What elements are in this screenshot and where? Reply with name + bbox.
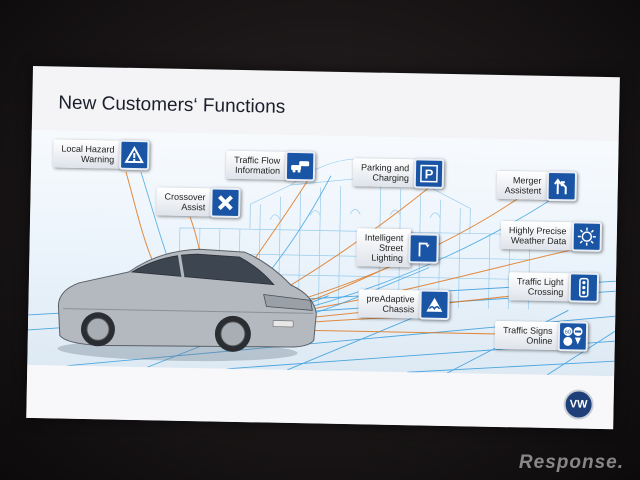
callout-merger-assistent: Merger Assistent: [496, 170, 577, 202]
callout-highly-precise-weather-data: Highly Precise Weather Data: [500, 220, 602, 252]
response-watermark: Response.: [518, 452, 624, 473]
merge-arrows-icon: [546, 170, 577, 202]
callout-label: Parking and Charging: [352, 158, 417, 188]
traffic-signs-icon: 60: [557, 321, 588, 352]
parking-icon: P: [413, 158, 445, 189]
cross-icon: [210, 187, 241, 219]
svg-text:60: 60: [564, 329, 570, 335]
callout-traffic-flow-information: Traffic Flow Information: [225, 150, 316, 182]
traffic-light-icon: [568, 272, 599, 303]
callout-local-hazard-warning: Local Hazard Warning: [53, 138, 150, 171]
car-illustration: [57, 248, 317, 362]
callout-label: Highly Precise Weather Data: [500, 221, 574, 251]
slide-footer: VW: [26, 364, 615, 430]
callout-label: Local Hazard Warning: [53, 139, 122, 169]
svg-text:P: P: [425, 167, 434, 182]
bumpy-road-icon: [419, 289, 450, 321]
callout-traffic-signs-online: Traffic Signs Online 60: [494, 320, 588, 352]
callout-label: Merger Assistent: [496, 170, 549, 200]
sun-icon: [571, 221, 602, 252]
slide-title: New Customers‘ Functions: [58, 92, 286, 118]
callout-label: Traffic Flow Information: [225, 150, 288, 180]
hazard-warning-icon: [119, 139, 150, 171]
callout-intelligent-street-lighting: Intelligent Street Lighting: [356, 228, 439, 268]
callout-label: Crossover Assist: [156, 187, 213, 217]
callout-label: Traffic Signs Online: [494, 320, 560, 351]
callout-parking-and-charging: Parking and Charging P: [352, 157, 445, 189]
callout-crossover-assist: Crossover Assist: [156, 186, 241, 219]
street-lamp-icon: [407, 233, 439, 264]
scene-illustration: [27, 158, 617, 376]
presentation-slide: New Customers‘ Functions: [26, 66, 620, 430]
traffic-cars-icon: [284, 150, 316, 182]
callout-traffic-light-crossing: Traffic Light Crossing: [508, 271, 599, 303]
callout-preadaptive-chassis: preAdaptive Chassis: [358, 288, 450, 321]
car-scene: [27, 129, 619, 377]
vw-logo: VW: [563, 389, 594, 420]
callout-label: Intelligent Street Lighting: [356, 228, 411, 268]
callout-label: Traffic Light Crossing: [508, 272, 571, 302]
callout-label: preAdaptive Chassis: [358, 289, 422, 319]
